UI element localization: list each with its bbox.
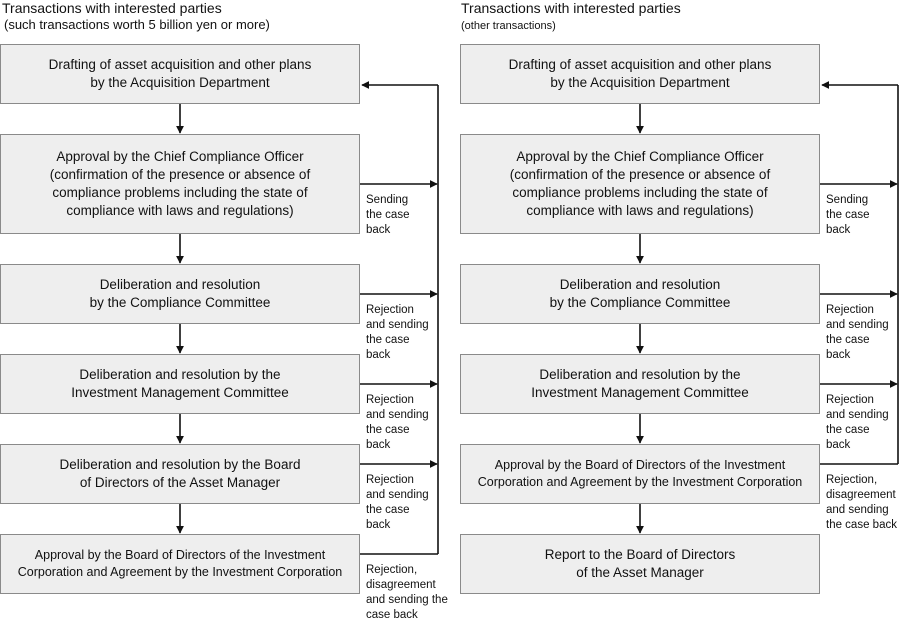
right-note-send-back-2: Rejection and sending the case back — [826, 304, 889, 361]
right-step-cco-approval-label: Approval by the Chief Compliance Officer… — [509, 149, 771, 218]
right-step-drafting: Drafting of asset acquisition and other … — [460, 44, 820, 104]
left-note-send-back-1: Sending the case back — [366, 194, 410, 236]
right-note-send-back-4: Rejection, disagreement and sending the … — [826, 474, 897, 531]
left-flow-subtitle: (such transactions worth 5 billion yen o… — [4, 17, 270, 32]
right-step-investment-committee-label: Deliberation and resolution by the Inves… — [531, 367, 749, 400]
right-step-compliance-committee: Deliberation and resolution by the Compl… — [460, 264, 820, 324]
left-step-board-asset-manager: Deliberation and resolution by the Board… — [0, 444, 360, 504]
left-step-investment-committee: Deliberation and resolution by the Inves… — [0, 354, 360, 414]
right-step-drafting-label: Drafting of asset acquisition and other … — [508, 57, 772, 90]
right-note-send-back-3: Rejection and sending the case back — [826, 394, 889, 451]
right-step-report-asset-manager: Report to the Board of Directors of the … — [460, 534, 820, 594]
right-flow-title: Transactions with interested parties — [461, 0, 681, 16]
left-step-compliance-committee-label: Deliberation and resolution by the Compl… — [89, 277, 271, 310]
right-step-cco-approval: Approval by the Chief Compliance Officer… — [460, 134, 820, 234]
left-flow-title: Transactions with interested parties — [2, 0, 222, 16]
right-flow-subtitle: (other transactions) — [461, 20, 556, 32]
right-step-compliance-committee-label: Deliberation and resolution by the Compl… — [549, 277, 731, 310]
right-note-send-back-1: Sending the case back — [826, 194, 870, 236]
left-step-drafting: Drafting of asset acquisition and other … — [0, 44, 360, 104]
right-step-investment-committee: Deliberation and resolution by the Inves… — [460, 354, 820, 414]
left-step-investment-committee-label: Deliberation and resolution by the Inves… — [71, 367, 289, 400]
left-step-board-investment-corp-label: Approval by the Board of Directors of th… — [17, 548, 343, 579]
left-note-send-back-5: Rejection, disagreement and sending the … — [366, 564, 448, 621]
left-note-send-back-2: Rejection and sending the case back — [366, 304, 429, 361]
left-step-cco-approval: Approval by the Chief Compliance Officer… — [0, 134, 360, 234]
left-note-send-back-4: Rejection and sending the case back — [366, 474, 429, 531]
left-step-drafting-label: Drafting of asset acquisition and other … — [48, 57, 312, 90]
left-note-send-back-3: Rejection and sending the case back — [366, 394, 429, 451]
left-step-compliance-committee: Deliberation and resolution by the Compl… — [0, 264, 360, 324]
right-step-report-asset-manager-label: Report to the Board of Directors of the … — [544, 547, 736, 580]
right-step-board-investment-corp-label: Approval by the Board of Directors of th… — [477, 458, 803, 489]
right-step-board-investment-corp: Approval by the Board of Directors of th… — [460, 444, 820, 504]
left-step-board-investment-corp: Approval by the Board of Directors of th… — [0, 534, 360, 594]
left-step-board-asset-manager-label: Deliberation and resolution by the Board… — [59, 457, 301, 490]
left-step-cco-approval-label: Approval by the Chief Compliance Officer… — [49, 149, 311, 218]
